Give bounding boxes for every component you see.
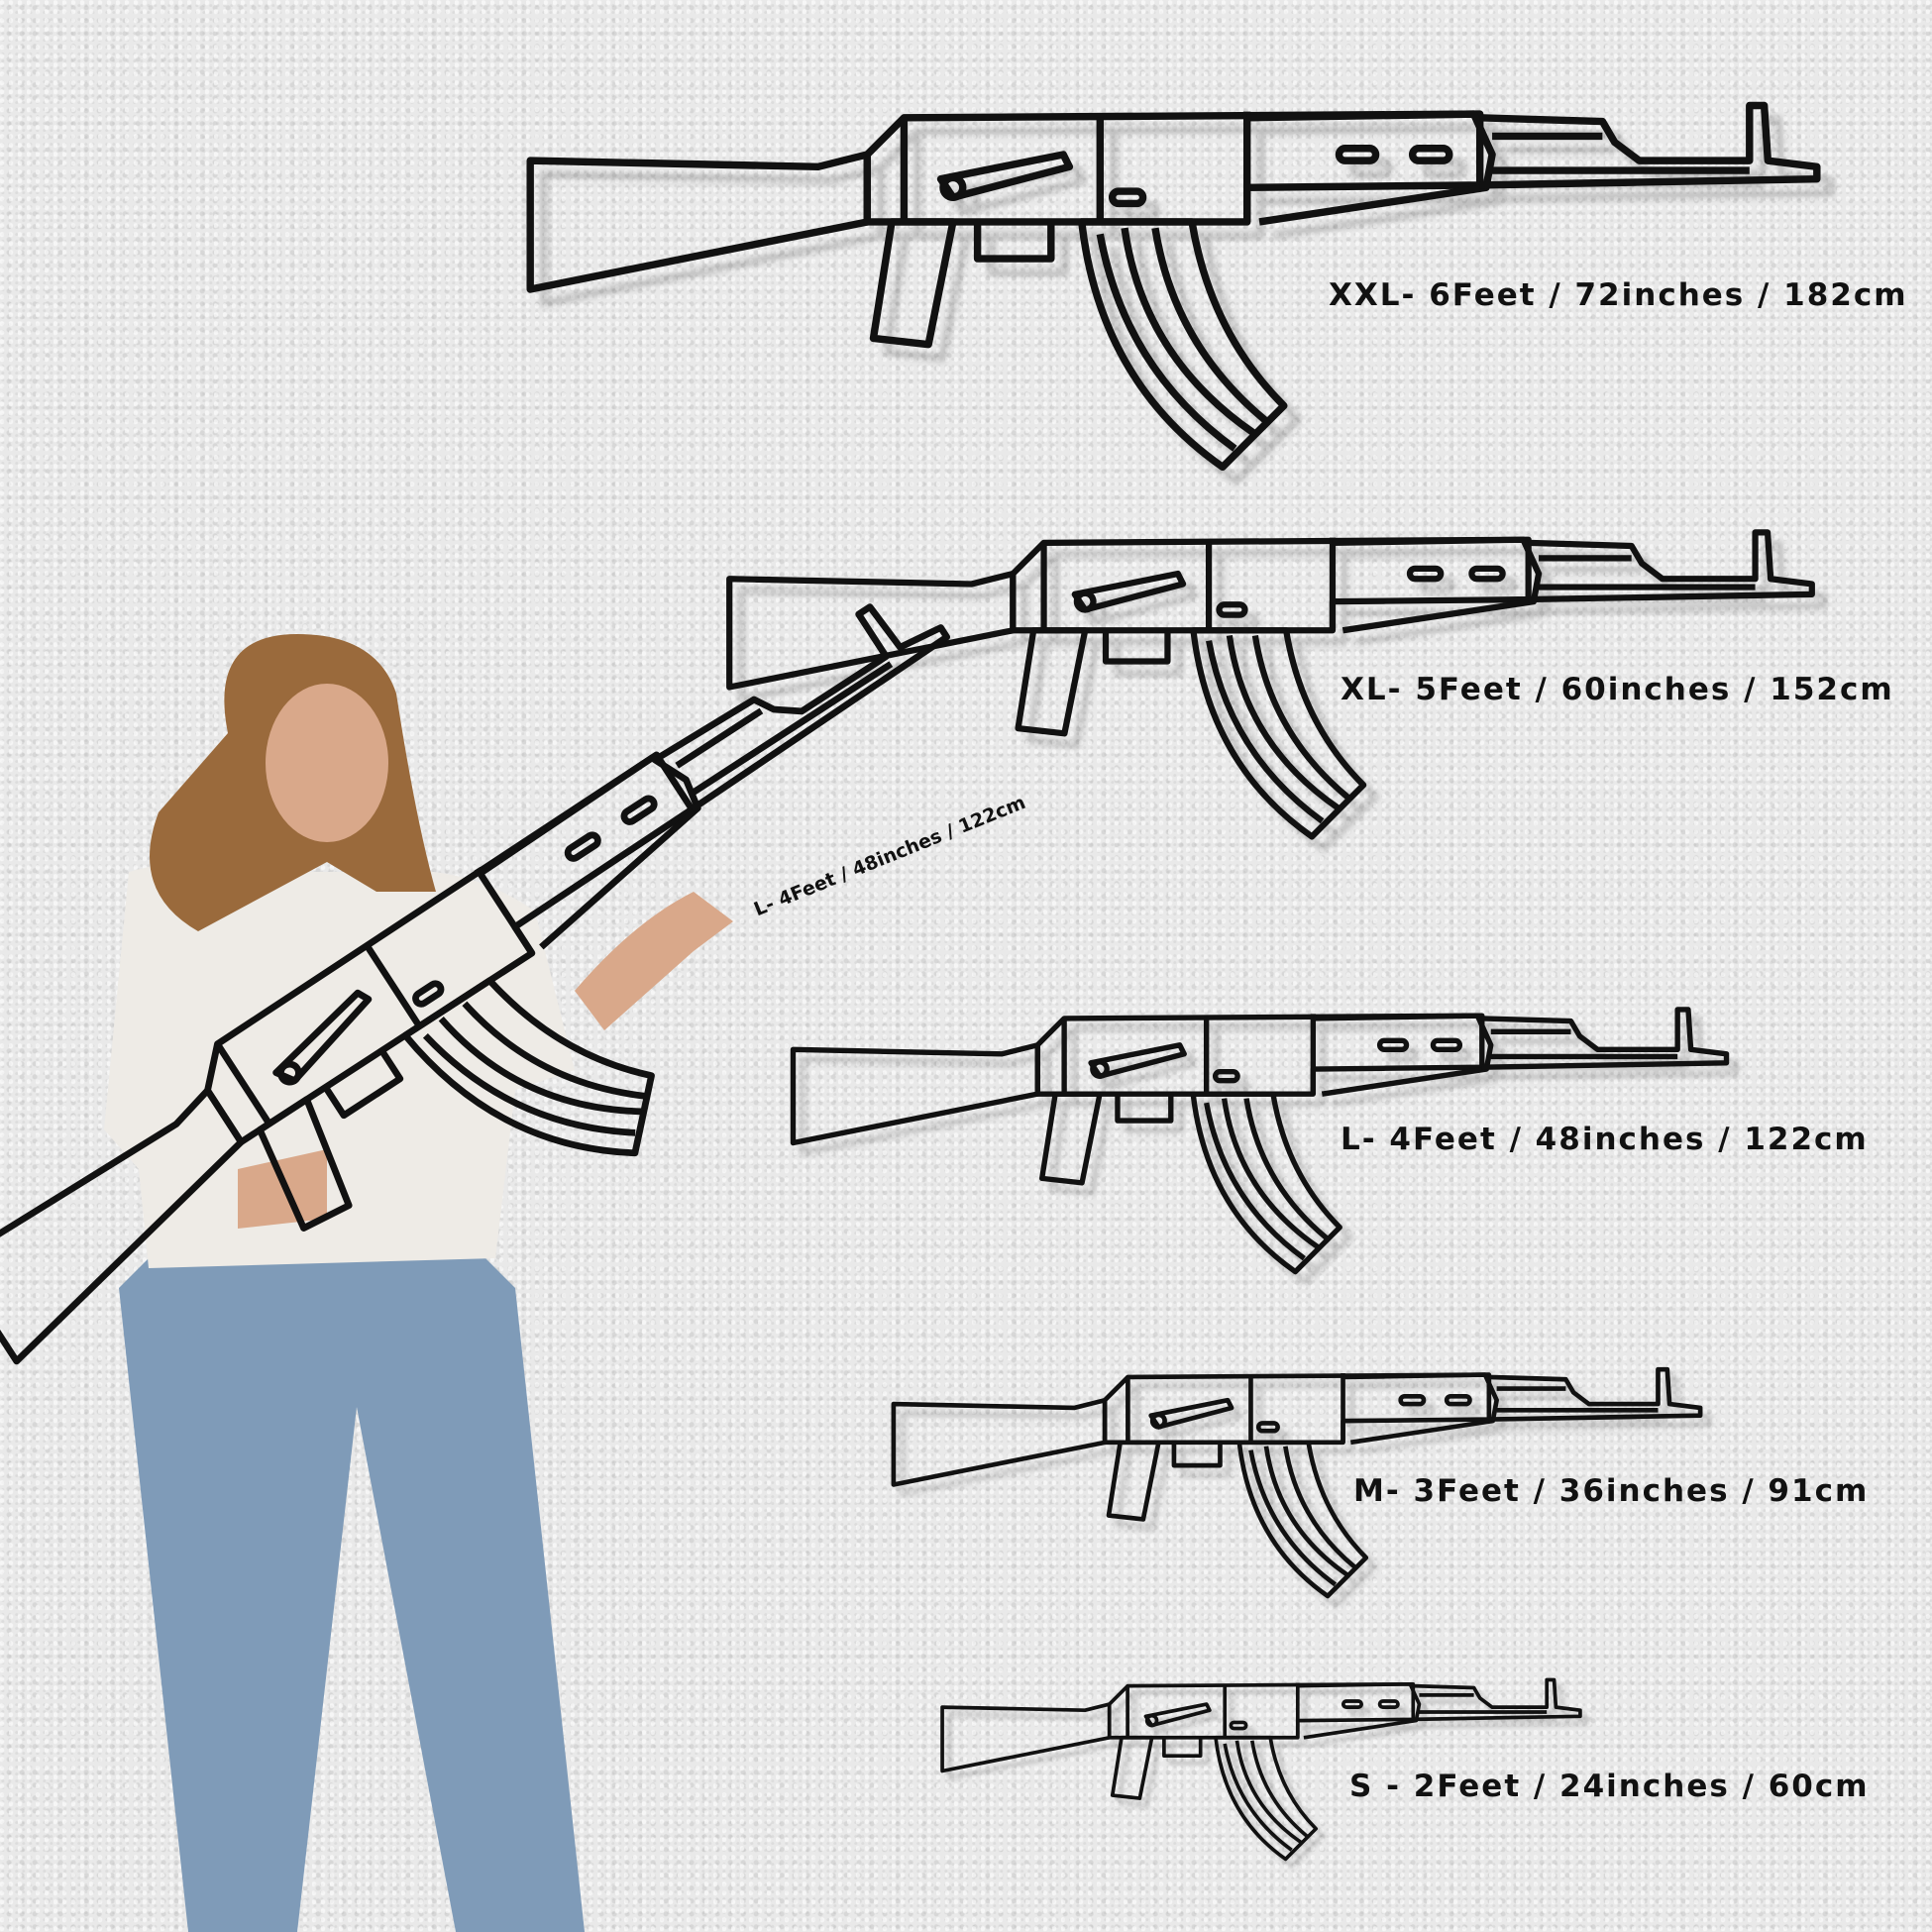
size-label-l: L- 4Feet / 48inches / 122cm [1341, 1122, 1869, 1157]
size-label-xxl: XXL- 6Feet / 72inches / 182cm [1329, 277, 1908, 313]
woman-figure [104, 634, 733, 1932]
size-label-xl: XL- 5Feet / 60inches / 152cm [1341, 672, 1894, 707]
size-label-m: M- 3Feet / 36inches / 91cm [1353, 1473, 1870, 1509]
size-label-s: S - 2Feet / 24inches / 60cm [1349, 1769, 1870, 1804]
